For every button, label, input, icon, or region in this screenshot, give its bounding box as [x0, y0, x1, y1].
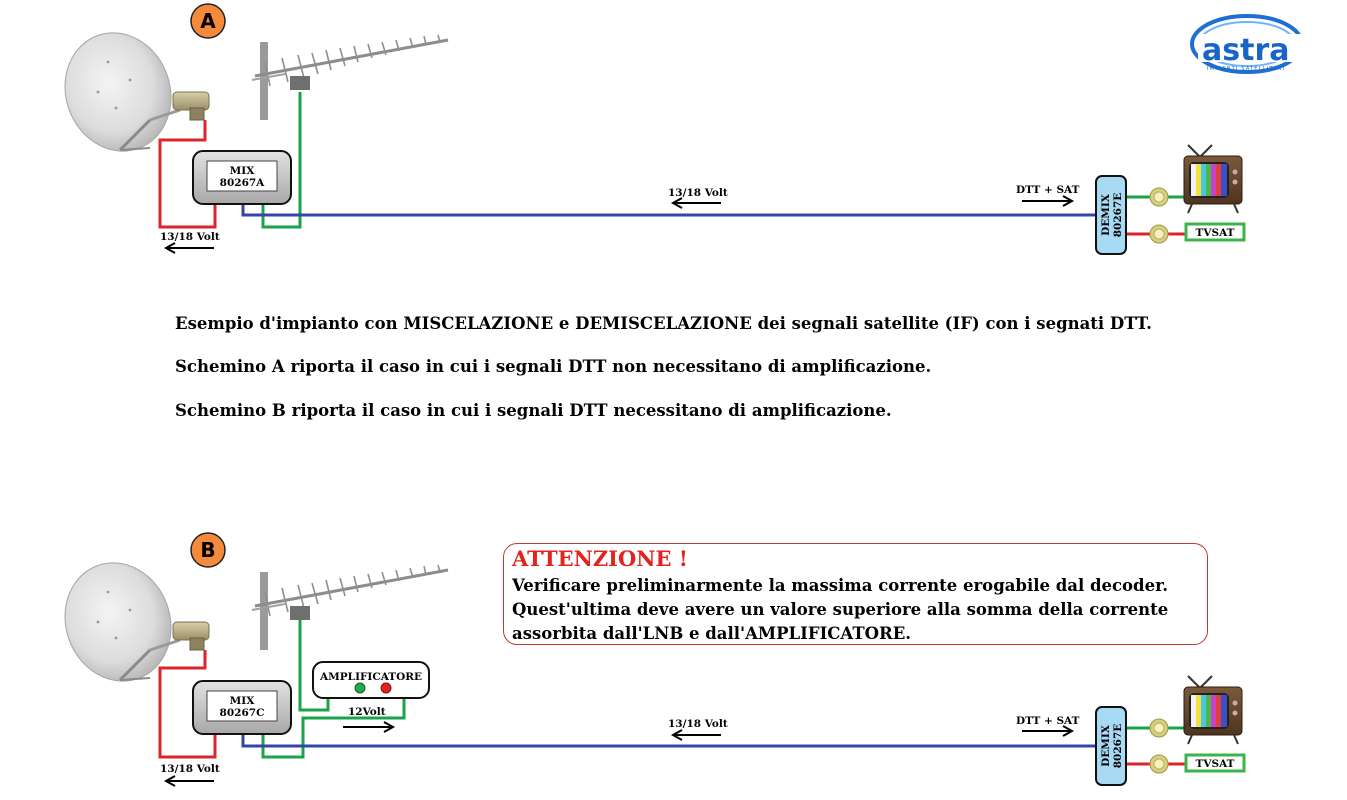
tv-icon	[1183, 675, 1243, 745]
logo-subtitle: IMPIANTI SATELLITARI	[1207, 66, 1285, 72]
astra-logo: astra IMPIANTI SATELLITARI	[1190, 14, 1304, 74]
satellite-dish-icon	[47, 546, 211, 698]
cables-a	[158, 92, 1190, 236]
demix-box-a: DEMIX 80267E	[1095, 175, 1127, 255]
mix-b-label-1: MIX	[230, 695, 256, 707]
warning-title: ATTENZIONE !	[512, 546, 689, 571]
cables-b	[158, 620, 1190, 766]
mix-a-label-2: 80267A	[220, 177, 266, 189]
tvsat-a-label: TVSAT	[1196, 227, 1235, 239]
arrow-left-icon	[165, 242, 215, 254]
connector-icon	[1149, 187, 1169, 207]
led-green-icon	[354, 682, 366, 694]
badge-b-label: B	[200, 538, 215, 562]
diagram-a: A MIX 80267A 13/18 Volt 13/18 Volt DTT +…	[47, 3, 1246, 255]
tvsat-b-label: TVSAT	[1196, 758, 1235, 770]
arrow-right-icon	[1021, 725, 1073, 737]
trunk-voltage-b: 13/18 Volt	[668, 718, 728, 730]
demix-in-label-b: DTT + SAT	[1016, 715, 1080, 727]
demix-b-label-2: 80267E	[1112, 724, 1124, 769]
mix-box-a: MIX 80267A	[192, 150, 292, 205]
description-line-3: Schemino B riporta il caso in cui i segn…	[175, 401, 892, 420]
arrow-left-icon	[672, 729, 722, 741]
arrow-left-icon	[672, 197, 722, 209]
tvsat-box-b: TVSAT	[1184, 753, 1246, 773]
tv-icon	[1183, 144, 1243, 214]
mix-a-label-1: MIX	[230, 165, 256, 177]
arrow-left-icon	[165, 775, 215, 787]
logo-text: astra	[1202, 33, 1289, 68]
badge-a-label: A	[200, 9, 216, 33]
warning-line-1: Verificare preliminarmente la massima co…	[512, 576, 1169, 595]
demix-in-label-a: DTT + SAT	[1016, 184, 1080, 196]
description-line-1: Esempio d'impianto con MISCELAZIONE e DE…	[175, 314, 1152, 333]
diagram-b: B MIX 80267C AMPLIFICATORE	[47, 532, 1246, 787]
tvsat-box-a: TVSAT	[1184, 222, 1246, 242]
warning-line-2: Quest'ultima deve avere un valore superi…	[512, 600, 1169, 619]
amp-voltage: 12Volt	[348, 706, 386, 718]
lnb-voltage-a: 13/18 Volt	[160, 231, 220, 243]
mix-box-b: MIX 80267C	[192, 680, 292, 735]
warning-line-3: assorbita dall'LNB e dall'AMPLIFICATORE.	[512, 624, 912, 643]
demix-a-label-2: 80267E	[1112, 193, 1124, 238]
warning-box	[503, 543, 1208, 645]
demix-b-label-1: DEMIX	[1100, 724, 1112, 767]
dtt-antenna-icon	[250, 33, 450, 122]
mix-b-label-2: 80267C	[220, 707, 265, 719]
description-line-2: Schemino A riporta il caso in cui i segn…	[175, 357, 932, 376]
demix-a-label-1: DEMIX	[1100, 193, 1112, 236]
demix-box-b: DEMIX 80267E	[1095, 706, 1127, 786]
connector-icon	[1149, 224, 1169, 244]
dtt-antenna-icon	[250, 563, 450, 652]
amplifier-box: AMPLIFICATORE	[312, 661, 430, 699]
amplifier-label: AMPLIFICATORE	[319, 671, 422, 683]
arrow-right-icon	[1021, 195, 1073, 207]
trunk-voltage-a: 13/18 Volt	[668, 187, 728, 199]
led-red-icon	[380, 682, 392, 694]
lnb-voltage-b: 13/18 Volt	[160, 763, 220, 775]
satellite-dish-icon	[47, 16, 211, 168]
badge-a: A	[190, 3, 226, 39]
connector-icon	[1149, 754, 1169, 774]
arrow-right-icon	[342, 721, 394, 733]
connector-icon	[1149, 718, 1169, 738]
badge-b: B	[190, 532, 226, 568]
